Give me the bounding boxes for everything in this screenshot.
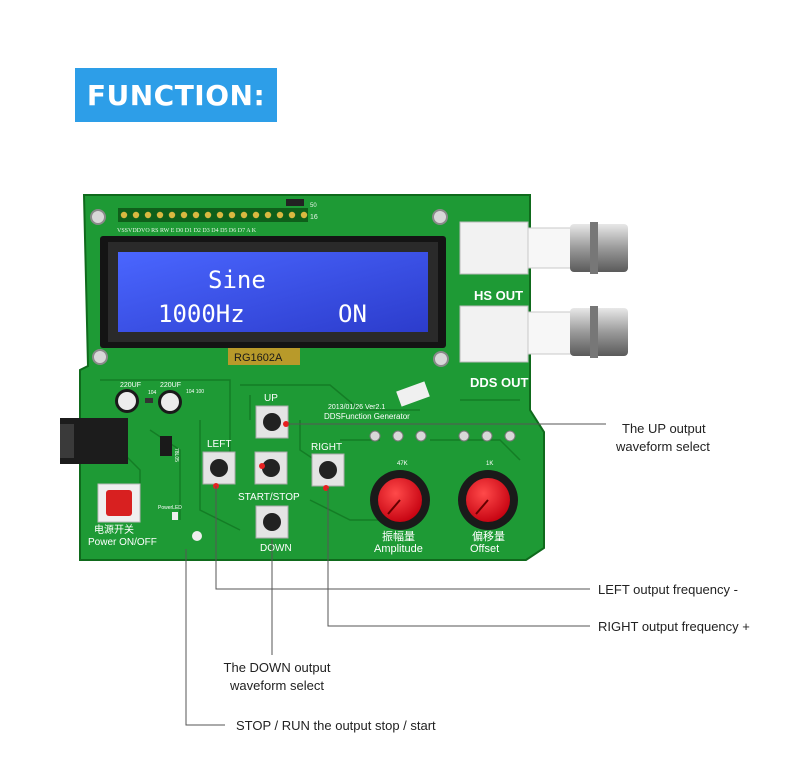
smd-part: [145, 398, 153, 403]
cap1-label: 220UF: [120, 382, 141, 389]
lcd-line2-right: ON: [338, 300, 367, 328]
cap2-label: 220UF: [160, 382, 181, 389]
regulator-label: 78L05: [173, 448, 179, 462]
lcd-screen: [118, 252, 428, 332]
lcd-model-tag: [228, 348, 300, 365]
amplitude-knob[interactable]: [370, 470, 430, 530]
mounting-holes: [90, 209, 449, 367]
pin-0-label: 50: [310, 203, 317, 209]
header-pins: [120, 211, 308, 219]
left-label: LEFT: [207, 439, 231, 450]
power-led: [172, 512, 178, 520]
callout-up-line2: waveform select: [616, 439, 710, 454]
res1-label: 104: [148, 390, 157, 396]
leader-lines: [185, 423, 606, 726]
callout-down: The DOWN output waveform select: [222, 659, 332, 695]
up-label: UP: [264, 393, 278, 404]
up-marker: [283, 421, 289, 427]
offset-label-en: Offset: [470, 543, 499, 555]
capacitor-2: [158, 390, 182, 414]
function-banner: FUNCTION:: [75, 68, 277, 122]
callout-down-line1: The DOWN output: [223, 660, 331, 675]
dds-out-connector: [459, 305, 628, 363]
callout-right: RIGHT output frequency +: [598, 619, 750, 634]
pin-header-labels: VSSVDDVO RS RW E D0 D1 D2 D3 D4 D5 D6 D7…: [117, 228, 257, 234]
down-label: DOWN: [260, 543, 292, 554]
left-button[interactable]: [202, 451, 236, 485]
pot1-label: 47K: [397, 461, 408, 467]
capacitor-1: [115, 389, 139, 413]
regulator: [160, 436, 172, 456]
start-stop-label: START/STOP: [238, 492, 300, 503]
amplitude-label-en: Amplitude: [374, 543, 423, 555]
amplitude-label-cn: 振幅量: [382, 529, 415, 543]
dds-chip: [396, 381, 430, 407]
callout-down-line2: waveform select: [230, 678, 324, 693]
offset-label-cn: 偏移量: [472, 529, 505, 543]
dds-out-label: DDS OUT: [470, 375, 529, 390]
lcd-model: RG1602A: [234, 352, 283, 364]
callout-up: The UP output waveform select: [616, 420, 710, 456]
power-switch-button[interactable]: [106, 490, 132, 516]
hs-out-label: HS OUT: [474, 288, 523, 303]
right-button[interactable]: [311, 453, 345, 487]
diode: [286, 199, 304, 206]
callout-up-line1: The UP output: [622, 421, 706, 436]
leader-left: [215, 486, 590, 590]
callout-stop: STOP / RUN the output stop / start: [236, 718, 436, 733]
board-hole-small: [192, 531, 202, 541]
power-label-cn: 电源开关: [94, 523, 134, 536]
version-text: 2013/01/26 Ver2.1: [328, 404, 385, 411]
leader-right: [327, 488, 590, 627]
res2-label: 104 100: [186, 389, 204, 395]
lcd-line2-left: 1000Hz: [158, 300, 245, 328]
down-button[interactable]: [255, 505, 289, 539]
callout-left: LEFT output frequency -: [598, 582, 738, 597]
power-jack-face: [60, 424, 74, 458]
lcd-line1-left: Sine: [208, 266, 266, 294]
signal-pads: [369, 430, 516, 442]
up-button[interactable]: [255, 405, 289, 439]
power-led-label: PowerLED: [158, 505, 182, 511]
power-label-en: Power ON/OFF: [88, 537, 157, 548]
leader-stop: [185, 549, 225, 726]
banner-title: FUNCTION:: [86, 78, 266, 112]
hs-out-connector: [459, 221, 628, 275]
right-label: RIGHT: [311, 442, 342, 453]
lcd-pin-header: [118, 208, 308, 222]
offset-knob[interactable]: [458, 470, 518, 530]
pot2-label: 1K: [486, 461, 493, 467]
product-text: DDSFunction Generator: [324, 412, 410, 421]
pin-16-label: 16: [310, 214, 318, 221]
start-stop-marker: [259, 463, 265, 469]
